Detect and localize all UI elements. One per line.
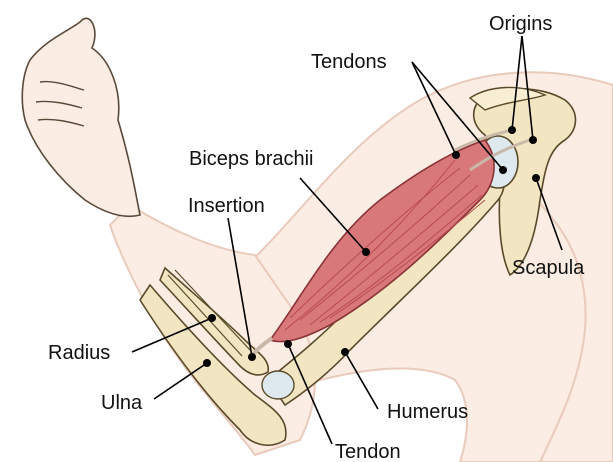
- dot-scapula: [532, 174, 540, 182]
- dot-tendon: [284, 340, 292, 348]
- dot-tendons-1: [452, 151, 460, 159]
- label-scapula: Scapula: [512, 257, 585, 279]
- dot-biceps: [362, 248, 370, 256]
- label-insertion: Insertion: [188, 195, 265, 217]
- dot-ulna: [203, 359, 211, 367]
- dot-humerus: [341, 348, 349, 356]
- dot-origins-2: [529, 136, 537, 144]
- dot-insertion: [248, 353, 256, 361]
- label-humerus: Humerus: [387, 401, 468, 423]
- elbow-cartilage: [262, 371, 294, 399]
- label-tendons: Tendons: [311, 51, 387, 73]
- label-ulna: Ulna: [101, 392, 143, 414]
- hand-skin: [22, 18, 140, 216]
- dot-tendons-2: [499, 166, 507, 174]
- label-origins: Origins: [489, 13, 552, 35]
- label-tendon: Tendon: [335, 441, 401, 462]
- dot-origins-1: [508, 126, 516, 134]
- label-biceps-brachii: Biceps brachii: [189, 148, 314, 170]
- dot-radius: [208, 314, 216, 322]
- label-radius: Radius: [48, 342, 110, 364]
